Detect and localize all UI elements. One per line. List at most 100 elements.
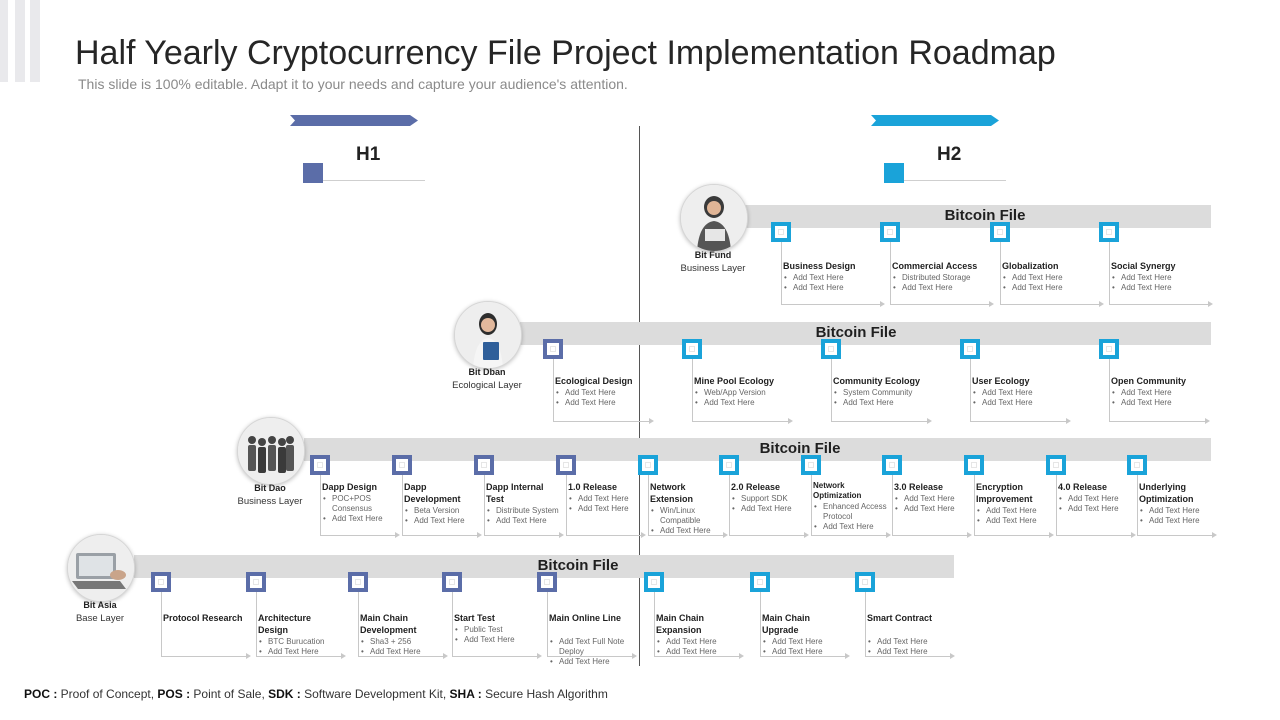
milestone-title: Main Chain Development — [360, 613, 417, 635]
milestone-bullets: Add Text HereAdd Text Here — [867, 637, 951, 657]
milestone-title: Architecture Design — [258, 613, 312, 635]
arrow-head-icon — [967, 532, 972, 538]
bullet-item: Add Text Here — [972, 388, 1067, 398]
footnote-abbr: SDK : — [268, 687, 301, 701]
arrow-head-icon — [989, 301, 994, 307]
bullet-item: Add Text Here — [360, 647, 444, 657]
milestone-node — [821, 339, 841, 359]
milestone-bullets: Add Text HereAdd Text Here — [1111, 273, 1209, 293]
milestone-node — [990, 222, 1010, 242]
milestone-title: Business Design — [783, 261, 856, 271]
milestone-bullets: Add Text HereAdd Text Here — [894, 494, 968, 514]
milestone-title: Social Synergy — [1111, 261, 1176, 271]
bullet-item: Add Text Here — [783, 273, 881, 283]
connector-line — [729, 475, 730, 535]
arrow-head-icon — [845, 653, 850, 659]
connector-line — [402, 475, 403, 535]
milestone-node — [442, 572, 462, 592]
milestone-title: 3.0 Release — [894, 482, 944, 492]
avatar-name: Bit Dban — [468, 367, 506, 377]
connector-line — [974, 475, 975, 535]
milestone-node — [474, 455, 494, 475]
bullet-item: POC+POS Consensus — [322, 494, 396, 514]
milestone-node — [246, 572, 266, 592]
milestone-title: 1.0 Release — [568, 482, 618, 492]
team-photo-icon — [237, 417, 305, 485]
milestone-node — [1099, 339, 1119, 359]
milestone-bullets: Sha3 + 256Add Text Here — [360, 637, 444, 657]
band-title: Bitcoin File — [537, 557, 619, 574]
milestone-title: 2.0 Release — [731, 482, 781, 492]
bullet-item: Add Text Here — [762, 637, 846, 647]
connector-line — [320, 475, 321, 535]
bullet-item: Add Text Here — [1111, 388, 1206, 398]
milestone-node — [1099, 222, 1119, 242]
milestone-bullets: Win/Linux CompatibleAdd Text Here — [650, 506, 724, 536]
bullet-item: Add Text Here — [1058, 494, 1132, 504]
milestone-bullets: Add Text HereAdd Text Here — [1002, 273, 1100, 293]
milestone-title: Network Extension — [650, 482, 694, 504]
milestone-node — [771, 222, 791, 242]
bullet-item: Add Text Here — [1111, 398, 1206, 408]
bullet-item: Add Text Here — [976, 516, 1050, 526]
footnote-meaning: Secure Hash Algorithm — [481, 687, 608, 701]
milestone-title: 4.0 Release — [1058, 482, 1108, 492]
connector-base — [320, 535, 396, 536]
h1-flag — [290, 115, 418, 126]
band-title: Bitcoin File — [759, 440, 841, 457]
milestone-title: Smart Contract — [867, 613, 933, 623]
bullet-item: Add Text Here — [486, 516, 560, 526]
bullet-item: Add Text Here — [454, 635, 538, 645]
bullet-item: Distribute System — [486, 506, 560, 516]
milestone-bullets: Add Text Full Note DeployAdd Text Here — [549, 637, 633, 667]
milestone-title: Mine Pool Ecology — [694, 376, 775, 386]
connector-line — [781, 242, 782, 304]
woman-folder-photo-icon — [454, 301, 522, 369]
arrow-head-icon — [341, 653, 346, 659]
connector-line — [256, 592, 257, 656]
h1-marker — [303, 163, 323, 183]
milestone-bullets: Web/App VersionAdd Text Here — [694, 388, 789, 408]
connector-line — [760, 592, 761, 656]
milestone-bullets: Add Text HereAdd Text Here — [568, 494, 642, 514]
connector-line — [692, 359, 693, 421]
avatar-name: Bit Fund — [694, 250, 732, 260]
arrow-head-icon — [395, 532, 400, 538]
milestone-bullets: Add Text HereAdd Text Here — [783, 273, 881, 293]
connector-line — [1109, 359, 1110, 421]
milestone-title: Dapp Internal Test — [486, 482, 544, 504]
footnote-meaning: Software Development Kit, — [300, 687, 450, 701]
milestone-bullets: Add Text HereAdd Text Here — [656, 637, 740, 657]
milestone-title: Network Optimization — [813, 481, 862, 500]
bullet-item: Add Text Here — [1111, 273, 1209, 283]
connector-base — [1137, 535, 1213, 536]
page-subtitle: This slide is 100% editable. Adapt it to… — [78, 76, 628, 92]
bullet-item: Add Text Here — [1002, 273, 1100, 283]
milestone-title: Open Community — [1111, 376, 1187, 386]
bullet-item: Add Text Here — [1111, 283, 1209, 293]
connector-line — [811, 475, 812, 535]
page-title: Half Yearly Cryptocurrency File Project … — [75, 34, 1056, 72]
milestone-title: Commercial Access — [892, 261, 978, 271]
connector-line — [654, 592, 655, 656]
bullet-item: Add Text Here — [892, 283, 990, 293]
milestone-title: Underlying Optimization — [1139, 482, 1194, 504]
connector-base — [892, 535, 968, 536]
timeline-band — [304, 438, 1211, 461]
milestone-title: Ecological Design — [555, 376, 633, 386]
milestone-title: Dapp Design — [322, 482, 378, 492]
connector-line — [358, 592, 359, 656]
bullet-item: System Community — [833, 388, 928, 398]
arrow-head-icon — [927, 418, 932, 424]
bullet-item: Add Text Here — [762, 647, 846, 657]
milestone-node — [682, 339, 702, 359]
decorative-bar — [0, 0, 8, 82]
arrow-head-icon — [1205, 418, 1210, 424]
connector-base — [402, 535, 478, 536]
connector-base — [484, 535, 560, 536]
connector-line — [547, 592, 548, 656]
h2-rule — [904, 180, 1006, 181]
avatar-layer: Ecological Layer — [452, 380, 522, 391]
milestone-title: Main Chain Upgrade — [762, 613, 811, 635]
arrow-head-icon — [477, 532, 482, 538]
